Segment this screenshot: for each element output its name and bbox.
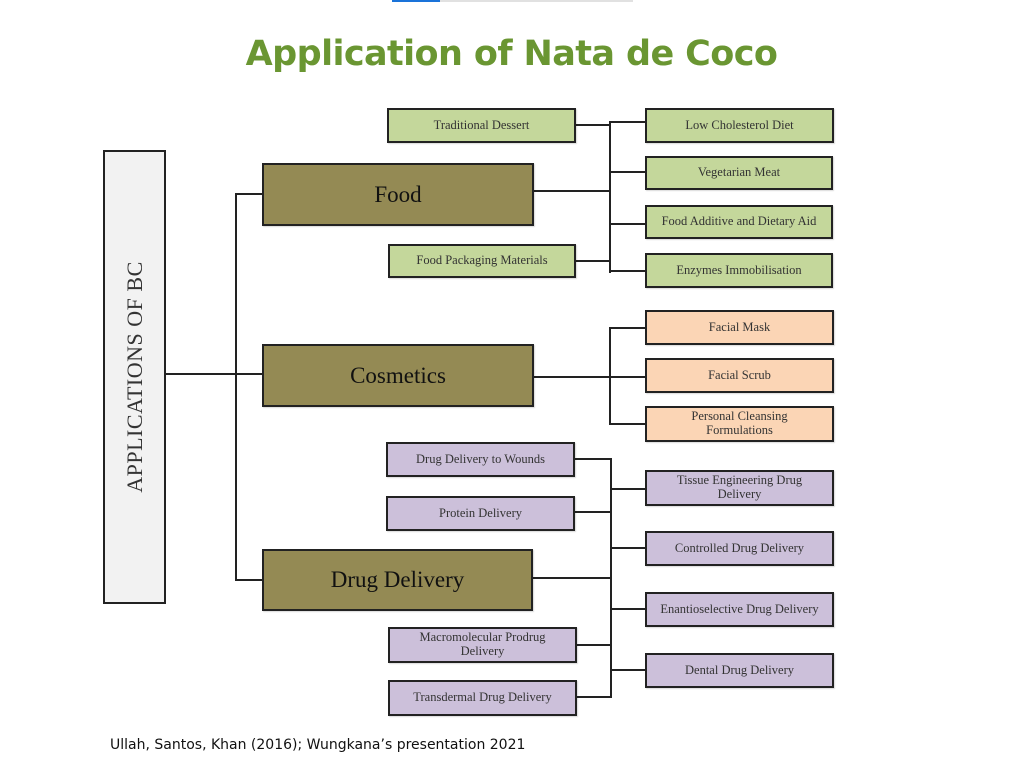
connector-macromolecular	[576, 644, 612, 646]
category-drug-delivery: Drug Delivery	[262, 549, 533, 611]
drug-right-item: Dental Drug Delivery	[645, 653, 834, 688]
food-right-item: Enzymes Immobilisation	[645, 253, 833, 288]
connector-tissue-engineering	[610, 488, 646, 490]
cosmetics-right-item: Facial Scrub	[645, 358, 834, 393]
connector-enzymes	[609, 270, 646, 272]
connector-vegetarian-meat	[609, 171, 646, 173]
drug-left-item: Macromolecular Prodrug Delivery	[388, 627, 577, 663]
food-right-item: Food Additive and Dietary Aid	[645, 205, 833, 239]
cosmetics-right-item: Personal Cleansing Formulations	[645, 406, 834, 442]
connector-facial-mask	[609, 327, 646, 329]
connector-controlled	[610, 547, 646, 549]
drug-left-item: Transdermal Drug Delivery	[388, 680, 577, 716]
connector-food-packaging	[575, 260, 611, 262]
food-left-item: Food Packaging Materials	[388, 244, 576, 278]
connector-drug	[235, 579, 263, 581]
drug-right-item: Enantioselective Drug Delivery	[645, 592, 834, 627]
connector-trunk	[235, 193, 237, 581]
cosmetics-right-item: Facial Mask	[645, 310, 834, 345]
connector-cosmetics-main	[533, 376, 611, 378]
connector-food-spine	[609, 121, 611, 273]
connector-transdermal	[576, 696, 612, 698]
slide-progress-fill	[392, 0, 441, 2]
connector-food	[235, 193, 263, 195]
connector-traditional-dessert	[575, 124, 611, 126]
connector-enantioselective	[610, 608, 646, 610]
connector-dental	[610, 669, 646, 671]
connector-personal-cleansing	[609, 423, 646, 425]
food-right-item: Low Cholesterol Diet	[645, 108, 834, 143]
food-left-item: Traditional Dessert	[387, 108, 576, 143]
connector-root	[165, 373, 263, 375]
citation-text: Ullah, Santos, Khan (2016); Wungkana’s p…	[110, 737, 526, 753]
category-cosmetics: Cosmetics	[262, 344, 534, 407]
connector-wounds	[574, 458, 612, 460]
drug-left-item: Drug Delivery to Wounds	[386, 442, 575, 477]
slide-title: Application of Nata de Coco	[245, 34, 778, 74]
connector-facial-scrub	[609, 376, 646, 378]
drug-right-item: Controlled Drug Delivery	[645, 531, 834, 566]
food-right-item: Vegetarian Meat	[645, 156, 833, 190]
slide-progress-bar	[392, 0, 633, 2]
connector-food-additive	[609, 223, 646, 225]
root-node-applications-of-bc: APPLICATIONS OF BC	[103, 150, 166, 604]
connector-drug-main	[532, 577, 612, 579]
category-food: Food	[262, 163, 534, 226]
root-label: APPLICATIONS OF BC	[121, 261, 147, 493]
connector-protein	[574, 511, 612, 513]
drug-right-item: Tissue Engineering Drug Delivery	[645, 470, 834, 506]
connector-food-main	[533, 190, 611, 192]
drug-left-item: Protein Delivery	[386, 496, 575, 531]
connector-low-cholesterol	[609, 121, 646, 123]
